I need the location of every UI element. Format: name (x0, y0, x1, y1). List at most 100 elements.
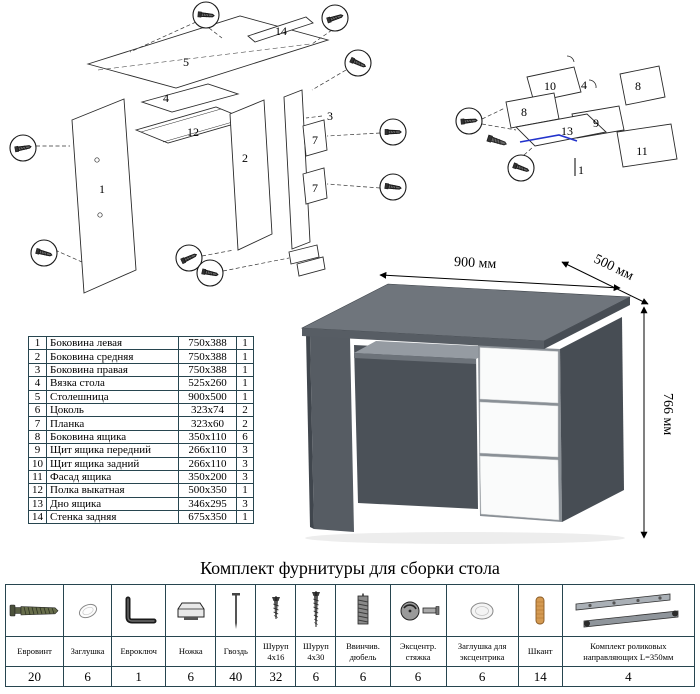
part-number: 13 (28, 496, 47, 512)
dim-width-label: 900 мм (454, 255, 497, 272)
desk-left-panel-edge (306, 334, 314, 529)
hardware-icon-cell (561, 584, 696, 637)
part-qty: 1 (236, 510, 254, 525)
hardware-label: Ввинчив. дюбель (335, 636, 391, 667)
part-name: Полка выкатная (46, 483, 179, 498)
drawer-facade (616, 123, 678, 168)
drawer-side-right (619, 65, 666, 106)
desk-top-front-edge (302, 328, 544, 349)
part-size: 323x60 (178, 416, 237, 431)
drawer-front-bottom (479, 455, 560, 521)
part-label-13: 13 (561, 124, 573, 138)
hardware-icon-cell (4, 584, 65, 637)
part-number: 3 (28, 362, 47, 378)
part-size: 750x388 (178, 335, 237, 351)
part-label-11: 11 (636, 144, 648, 158)
part-name: Боковина средняя (46, 349, 179, 364)
hardware-table: Евровинт Заглушка Евроключ Ножка Гвоздь … (4, 584, 696, 687)
part-size: 346x295 (178, 496, 237, 512)
part-qty: 2 (236, 402, 254, 418)
part-number: 11 (28, 469, 47, 485)
drawer-unit-side (560, 317, 624, 522)
part-qty: 2 (236, 416, 254, 431)
part-size: 323x74 (178, 402, 237, 418)
hardware-icon-cell (445, 584, 519, 637)
hardware-qty: 6 (295, 666, 337, 687)
hardware-icon-cell (215, 584, 257, 637)
threaded-dowel-icon (357, 593, 369, 624)
panel-back (247, 16, 314, 43)
part-label-7a: 7 (312, 133, 318, 147)
part-number: 6 (28, 402, 47, 418)
part-size: 350x110 (178, 429, 237, 445)
part-number: 2 (28, 349, 47, 364)
part-qty: 1 (236, 389, 254, 404)
keyboard-tray-edge (354, 353, 476, 364)
hardware-label: Евровинт (4, 636, 65, 667)
part-name: Цоколь (46, 402, 179, 418)
leg-icon (177, 602, 205, 620)
plank-top (302, 119, 328, 157)
part-size: 900x500 (178, 389, 237, 404)
hardware-label: Шуруп 4х30 (295, 636, 337, 667)
hardware-icon-cell (165, 584, 217, 637)
hardware-icon-cell (63, 584, 113, 637)
fastener-callouts (9, 1, 407, 287)
drawer-front-middle (479, 401, 559, 458)
part-number: 4 (28, 376, 47, 391)
dim-height-label: 766 мм (660, 393, 675, 435)
exploded-diagram-drawer: 10 4 8 8 9 13 11 1 (455, 55, 678, 182)
hardware-label: Шкант (517, 636, 563, 667)
hexkey-icon (125, 596, 157, 623)
hardware-section-title: Комплект фурнитуры для сборки стола (200, 558, 500, 578)
part-label-12: 12 (187, 125, 199, 139)
hardware-icon-cell (255, 584, 297, 637)
cam-cap-icon (470, 602, 494, 619)
dimension-annotations (379, 261, 649, 539)
plinth-a (288, 244, 320, 265)
part-label-8b: 8 (521, 105, 527, 119)
drawer-front-top (479, 347, 559, 404)
panel-right (283, 89, 311, 250)
cam-lock-icon (400, 601, 440, 620)
part-number: 1 (28, 335, 47, 351)
part-label-4: 4 (163, 91, 169, 105)
hardware-icon-cell (517, 584, 563, 637)
hardware-label: Заглушка для эксцентрика (445, 636, 519, 667)
part-label-1: 1 (99, 182, 105, 196)
keyboard-tray (354, 341, 498, 359)
hardware-icon-cell (111, 584, 167, 637)
part-label-8a: 8 (635, 79, 641, 93)
cap-icon (78, 603, 97, 618)
part-label-2: 2 (242, 151, 248, 165)
part-number: 9 (28, 443, 47, 458)
part-size: 750x388 (178, 362, 237, 378)
plinth-b (296, 256, 326, 277)
part-label-3: 3 (327, 109, 333, 123)
hardware-label: Ножка (165, 636, 217, 667)
part-name: Боковина ящика (46, 429, 179, 445)
exploded-diagram-desk: 14 5 4 12 2 1 3 7 7 (9, 1, 407, 294)
part-name: Боковина правая (46, 362, 179, 378)
hardware-qty: 6 (63, 666, 113, 687)
drawer-back (526, 66, 582, 103)
hardware-label: Эксцентр. стяжка (389, 636, 447, 667)
part-number: 7 (28, 416, 47, 431)
part-qty: 3 (236, 469, 254, 485)
hardware-qty: 6 (445, 666, 519, 687)
part-number: 12 (28, 483, 47, 498)
part-label-5: 5 (183, 55, 189, 69)
part-number: 8 (28, 429, 47, 445)
nail-icon (231, 592, 240, 629)
hardware-label-row: Евровинт Заглушка Евроключ Ножка Гвоздь … (4, 636, 696, 667)
part-size: 500x350 (178, 483, 237, 498)
